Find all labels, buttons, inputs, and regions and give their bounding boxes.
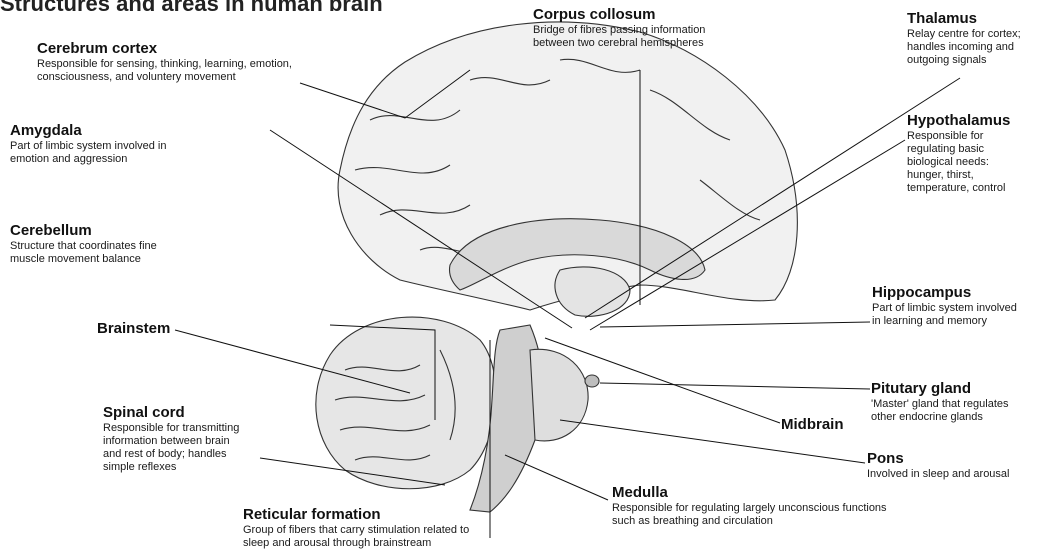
label-thalamus: Thalamus Relay centre for cortex; handle… (907, 10, 1062, 67)
cerebrum-cortex-desc: Responsible for sensing, thinking, learn… (37, 58, 357, 84)
amygdala-desc: Part of limbic system involved in emotio… (10, 140, 250, 166)
pons-desc: Involved in sleep and arousal (867, 468, 1062, 481)
label-cerebellum: Cerebellum Structure that coordinates fi… (10, 222, 240, 266)
label-hypothalamus: Hypothalamus Responsible for regulating … (907, 112, 1062, 195)
label-pons: Pons Involved in sleep and arousal (867, 450, 1062, 481)
midbrain-title: Midbrain (781, 416, 901, 434)
label-hippocampus: Hippocampus Part of limbic system involv… (872, 284, 1062, 328)
spinal-cord-title: Spinal cord (103, 404, 273, 422)
cerebellum-title: Cerebellum (10, 222, 240, 240)
pons-medulla-shape (530, 349, 588, 441)
label-midbrain: Midbrain (781, 416, 901, 434)
label-brainstem: Brainstem (97, 320, 217, 338)
label-cerebrum-cortex: Cerebrum cortex Responsible for sensing,… (37, 40, 357, 84)
label-spinal-cord: Spinal cord Responsible for transmitting… (103, 404, 273, 474)
cerebellum-shape (316, 317, 496, 489)
cerebrum-outline (338, 22, 797, 310)
thalamus-title: Thalamus (907, 10, 1062, 28)
label-reticular-formation: Reticular formation Group of fibers that… (243, 506, 543, 550)
hypothalamus-title: Hypothalamus (907, 112, 1062, 130)
thalamus-desc: Relay centre for cortex; handles incomin… (907, 28, 1062, 67)
label-medulla: Medulla Responsible for regulating large… (612, 484, 912, 528)
reticular-formation-title: Reticular formation (243, 506, 543, 524)
hippocampus-desc: Part of limbic system involved in learni… (872, 302, 1062, 328)
label-amygdala: Amygdala Part of limbic system involved … (10, 122, 250, 166)
amygdala-title: Amygdala (10, 122, 250, 140)
cerebrum-cortex-title: Cerebrum cortex (37, 40, 357, 58)
reticular-formation-desc: Group of fibers that carry stimulation r… (243, 524, 543, 550)
pituitary-shape (585, 375, 599, 387)
medulla-desc: Responsible for regulating largely uncon… (612, 502, 912, 528)
heading: Structures and areas in human brain (0, 0, 383, 17)
corpus-collosum-title: Corpus collosum (533, 6, 773, 24)
hypothalamus-desc: Responsible for regulating basic biologi… (907, 130, 1062, 195)
hippocampus-title: Hippocampus (872, 284, 1062, 302)
corpus-collosum-desc: Bridge of fibres passing information bet… (533, 24, 773, 50)
label-corpus-collosum: Corpus collosum Bridge of fibres passing… (533, 6, 773, 50)
medulla-title: Medulla (612, 484, 912, 502)
brainstem-title: Brainstem (97, 320, 217, 338)
pons-title: Pons (867, 450, 1062, 468)
spinal-cord-desc: Responsible for transmitting information… (103, 422, 273, 474)
cerebellum-desc: Structure that coordinates fine muscle m… (10, 240, 240, 266)
pituitary-gland-title: Pitutary gland (871, 380, 1061, 398)
